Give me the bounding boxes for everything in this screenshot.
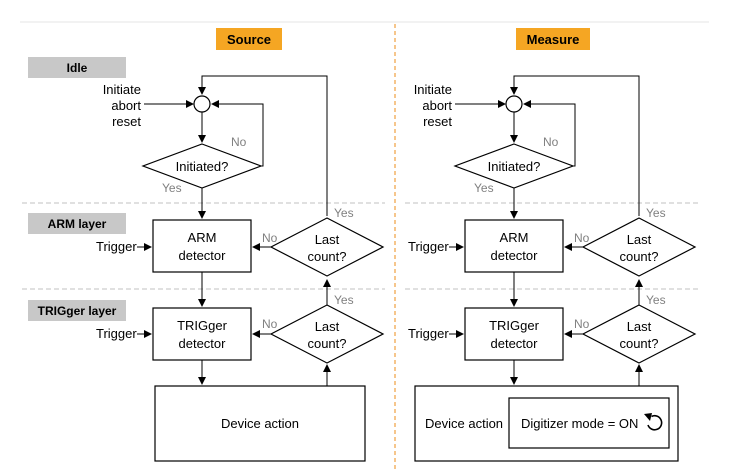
svg-text:count?: count? bbox=[619, 249, 658, 264]
junction-node bbox=[193, 95, 211, 113]
yes-label-arm: Yes bbox=[334, 206, 354, 220]
no-label-arm-measure: No bbox=[574, 231, 590, 245]
no-label-arm: No bbox=[262, 231, 278, 245]
abort-label-measure: abort bbox=[422, 98, 452, 113]
source-header: Source bbox=[216, 28, 282, 50]
abort-label: abort bbox=[111, 98, 141, 113]
source-flow: Initiate abort reset No Initiated? Yes A… bbox=[96, 75, 385, 462]
svg-text:Last: Last bbox=[627, 232, 652, 247]
idle-layer-label: Idle bbox=[28, 57, 126, 78]
svg-text:detector: detector bbox=[491, 336, 539, 351]
svg-text:Last: Last bbox=[627, 319, 652, 334]
svg-text:ARM: ARM bbox=[188, 230, 217, 245]
reset-label: reset bbox=[112, 114, 141, 129]
no-label-trigger-measure: No bbox=[574, 317, 590, 331]
svg-text:detector: detector bbox=[179, 248, 227, 263]
trigger-input-arm-measure: Trigger bbox=[408, 239, 449, 254]
arm-layer-label: ARM layer bbox=[28, 213, 126, 234]
trigger-detector-box bbox=[152, 307, 252, 361]
initiate-label-measure: Initiate bbox=[414, 82, 452, 97]
svg-text:count?: count? bbox=[619, 336, 658, 351]
trigger-input-trigger-measure: Trigger bbox=[408, 326, 449, 341]
last-count-arm-decision bbox=[269, 217, 385, 277]
svg-text:Last: Last bbox=[315, 232, 340, 247]
svg-text:Initiated?: Initiated? bbox=[488, 159, 541, 174]
junction-node-measure bbox=[505, 95, 523, 113]
last-count-arm-decision-measure bbox=[581, 217, 697, 277]
svg-text:count?: count? bbox=[307, 249, 346, 264]
reset-label-measure: reset bbox=[423, 114, 452, 129]
no-label-trigger: No bbox=[262, 317, 278, 331]
yes-label-trigger: Yes bbox=[334, 293, 354, 307]
no-label-initiated: No bbox=[231, 135, 247, 149]
arm-detector-box-measure bbox=[464, 219, 564, 273]
last-count-trigger-decision-measure bbox=[581, 304, 697, 364]
no-label-initiated-measure: No bbox=[543, 135, 559, 149]
svg-text:TRIGger: TRIGger bbox=[489, 318, 540, 333]
svg-text:Last: Last bbox=[315, 319, 340, 334]
yes-label-trigger-measure: Yes bbox=[646, 293, 666, 307]
svg-text:ARM layer: ARM layer bbox=[48, 217, 107, 231]
svg-text:ARM: ARM bbox=[500, 230, 529, 245]
svg-text:Initiated?: Initiated? bbox=[176, 159, 229, 174]
svg-text:Idle: Idle bbox=[67, 61, 88, 75]
svg-text:TRIGger: TRIGger bbox=[177, 318, 228, 333]
measure-header: Measure bbox=[516, 28, 590, 50]
svg-text:TRIGger layer: TRIGger layer bbox=[38, 304, 117, 318]
digitizer-mode-box bbox=[508, 397, 670, 449]
trigger-input-trigger: Trigger bbox=[96, 326, 137, 341]
arm-detector-box bbox=[152, 219, 252, 273]
yes-label-arm-measure: Yes bbox=[646, 206, 666, 220]
svg-text:detector: detector bbox=[179, 336, 227, 351]
initiate-label: Initiate bbox=[103, 82, 141, 97]
last-count-trigger-decision bbox=[269, 304, 385, 364]
digitizer-mode-label: Digitizer mode = ON bbox=[521, 416, 638, 431]
svg-text:count?: count? bbox=[307, 336, 346, 351]
refresh-icon bbox=[644, 413, 663, 431]
trigger-detector-box-measure bbox=[464, 307, 564, 361]
svg-text:Device action: Device action bbox=[221, 416, 299, 431]
svg-text:detector: detector bbox=[491, 248, 539, 263]
measure-flow: Initiate abort reset No Initiated? Yes A… bbox=[408, 75, 697, 462]
yes-label-initiated-measure: Yes bbox=[474, 181, 494, 195]
device-action-label-measure: Device action bbox=[425, 416, 503, 431]
device-action-box bbox=[154, 385, 366, 462]
trigger-input-arm: Trigger bbox=[96, 239, 137, 254]
trigger-layer-label: TRIGger layer bbox=[28, 300, 126, 321]
svg-text:Source: Source bbox=[227, 32, 271, 47]
svg-text:Measure: Measure bbox=[527, 32, 580, 47]
yes-label-initiated: Yes bbox=[162, 181, 182, 195]
